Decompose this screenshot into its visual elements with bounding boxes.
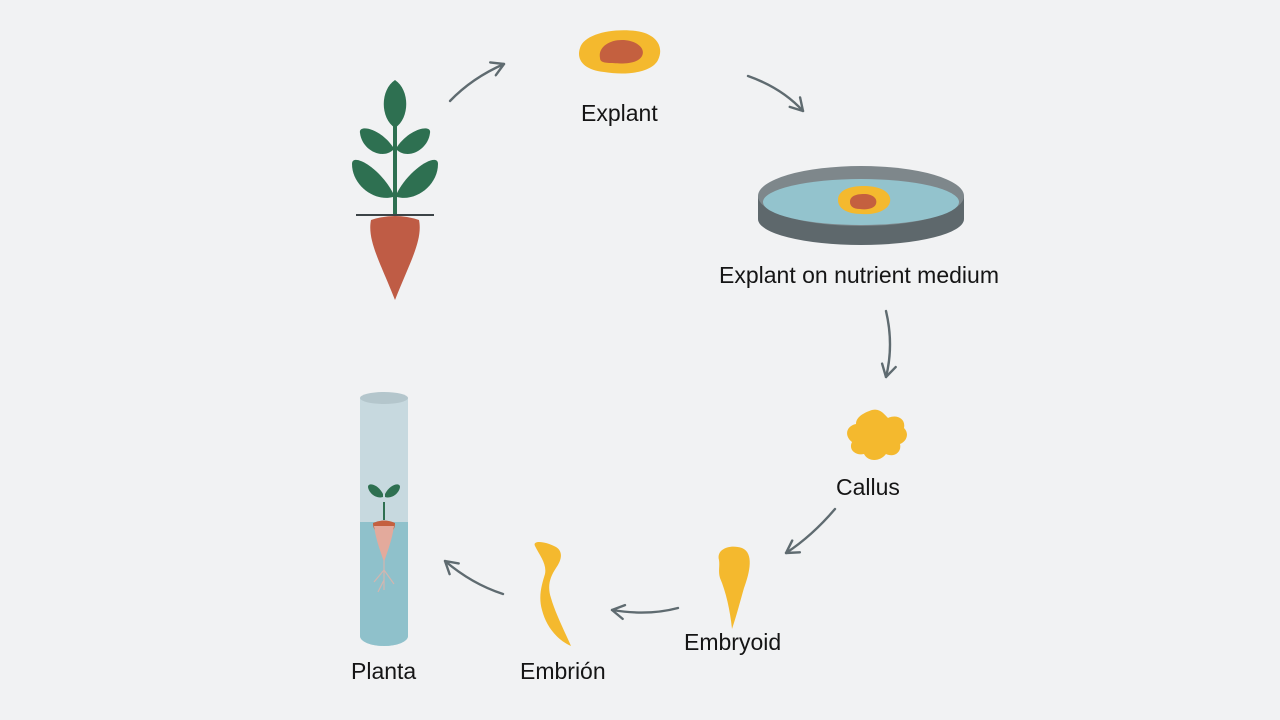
- carrot-plant-illustration: [352, 80, 438, 300]
- embryoid-illustration: [718, 546, 750, 629]
- arrow-embryoid-to-embrion: [610, 603, 680, 621]
- label-explant: Explant: [581, 100, 658, 126]
- arrow-plant-to-explant: [448, 61, 506, 103]
- label-planta: Planta: [351, 658, 417, 684]
- explant-illustration: [579, 30, 661, 74]
- label-embryoid: Embryoid: [684, 629, 782, 655]
- arrow-embrion-to-planta: [443, 559, 505, 596]
- label-embrion: Embrión: [520, 658, 606, 684]
- label-callus: Callus: [836, 474, 900, 500]
- embrion-illustration: [534, 541, 571, 646]
- label-explant-on-nutrient-medium: Explant on nutrient medium: [719, 262, 999, 288]
- test-tube-illustration: [360, 392, 408, 646]
- callus-illustration: [847, 409, 907, 460]
- arrow-explant-to-medium: [746, 74, 805, 113]
- arrow-callus-to-embryoid: [784, 507, 837, 555]
- petri-dish-illustration: [758, 166, 964, 245]
- cycle-arrows: [443, 61, 897, 621]
- arrow-medium-to-callus: [880, 309, 897, 379]
